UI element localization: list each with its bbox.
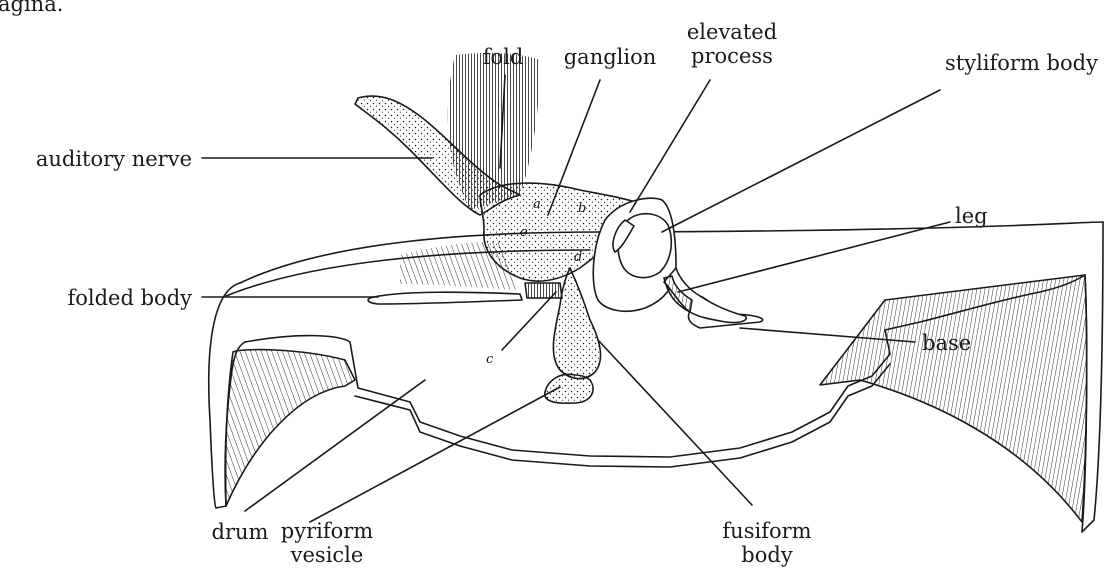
folded-body-block	[525, 283, 562, 298]
label-fusiform-body-line1: fusiform	[722, 519, 811, 543]
label-leg: leg	[955, 206, 988, 227]
label-fold: fold	[483, 47, 524, 68]
label-elevated-process: elevated process	[687, 20, 777, 68]
marker-a: a	[533, 198, 541, 211]
label-elevated-process-line2: process	[687, 44, 777, 68]
leader-elevated-process	[630, 80, 710, 212]
folded-body-shape	[368, 292, 522, 304]
label-auditory-nerve: auditory nerve	[36, 149, 192, 170]
label-fusiform-body: fusiform body	[722, 519, 811, 567]
drum-left-wall-shade	[226, 350, 355, 506]
label-drum: drum	[212, 522, 269, 543]
back-shade	[400, 242, 520, 290]
drum-right-wall-shade	[820, 275, 1087, 522]
marker-e: e	[520, 226, 528, 239]
label-elevated-process-line1: elevated	[687, 20, 777, 44]
partial-heading: agina.	[0, 0, 63, 15]
leader-pyriform-vesicle	[310, 387, 560, 522]
label-ganglion: ganglion	[564, 47, 657, 68]
label-base: base	[922, 333, 971, 354]
label-folded-body: folded body	[67, 288, 192, 309]
label-pyriform-vesicle-line2: vesicle	[281, 543, 373, 567]
label-pyriform-vesicle-line1: pyriform	[281, 519, 373, 543]
leader-fusiform-body	[598, 340, 752, 505]
marker-b: b	[578, 202, 586, 215]
leader-styliform-body	[662, 90, 940, 232]
leader-leg	[678, 222, 950, 292]
label-fusiform-body-line2: body	[722, 543, 811, 567]
pyriform-vesicle-shape	[545, 374, 593, 403]
label-pyriform-vesicle: pyriform vesicle	[281, 519, 373, 567]
marker-c: c	[486, 353, 493, 366]
label-styliform-body: styliform body	[945, 53, 1098, 74]
marker-d: d	[574, 251, 582, 264]
